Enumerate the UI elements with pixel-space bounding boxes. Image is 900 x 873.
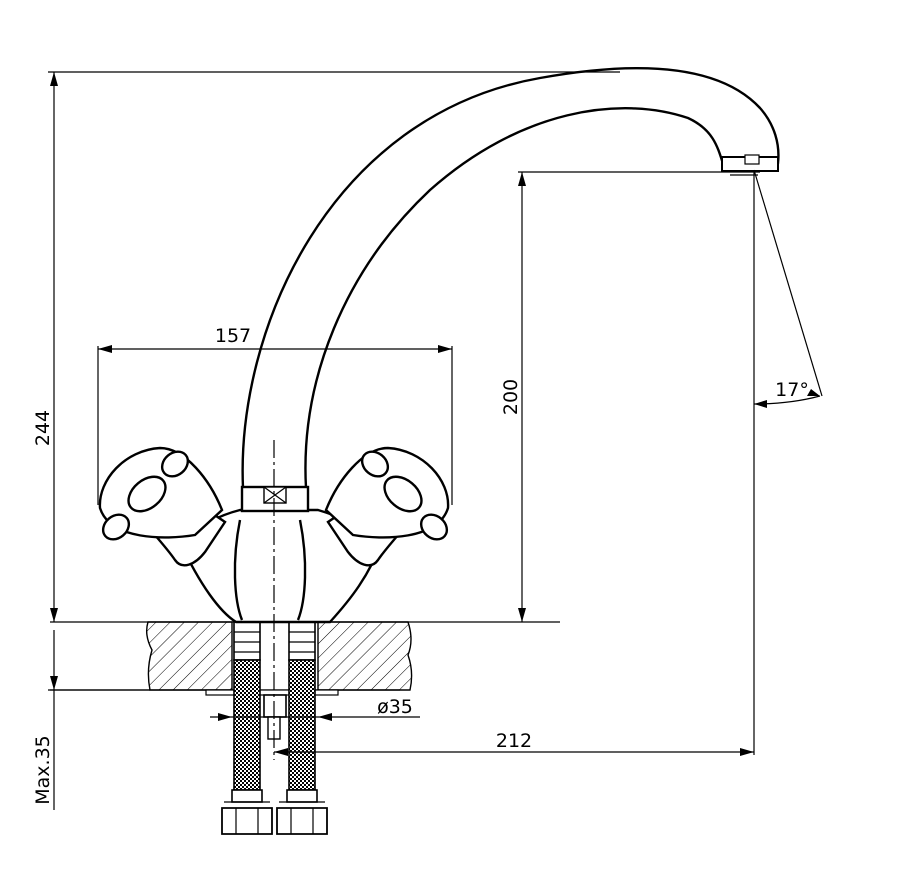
dim-spout-angle: 17° [775, 379, 809, 401]
dimension-labels: 244 157 200 17° ø35 212 Max.35 [32, 325, 809, 805]
right-supply-hose [276, 621, 328, 835]
dim-spout-height: 200 [500, 379, 522, 415]
dimension-lines [48, 71, 823, 810]
dim-total-height: 244 [32, 410, 54, 446]
faucet-body [98, 67, 780, 760]
dim-max-counter-thickness: Max.35 [32, 735, 54, 805]
dim-spout-reach: 212 [496, 730, 532, 752]
dim-hole-diameter: ø35 [377, 696, 413, 718]
countertop-hatch [145, 621, 413, 691]
dim-handle-span: 157 [215, 325, 251, 347]
spout [241, 67, 780, 490]
right-handle [324, 446, 450, 567]
supply-hoses [221, 621, 328, 835]
left-handle [98, 446, 227, 567]
left-supply-hose [221, 621, 273, 835]
